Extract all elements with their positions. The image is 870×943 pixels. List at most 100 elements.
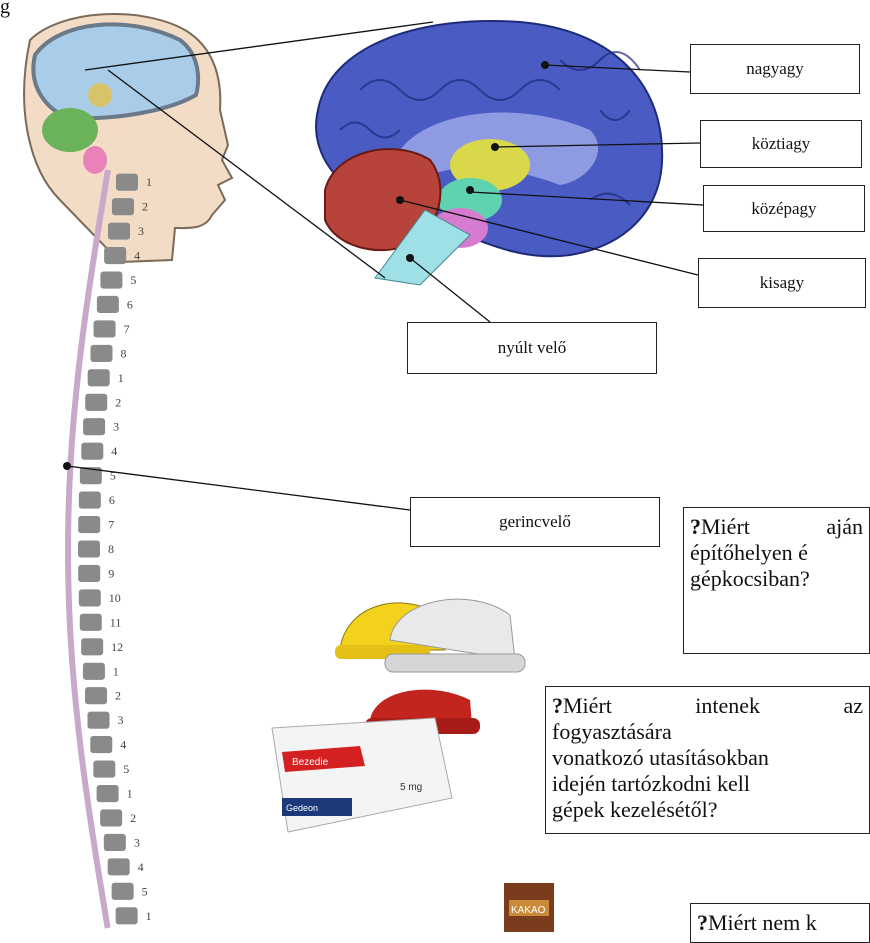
vertebra — [90, 345, 112, 362]
vertebra — [88, 369, 110, 386]
leader-dot-gerincvelo — [63, 462, 71, 470]
vertebra — [97, 785, 119, 802]
label-kisagy-text: kisagy — [760, 273, 804, 293]
vertebra — [79, 492, 101, 509]
q1-line1b: aján — [826, 514, 863, 540]
label-koztiagy-text: köztiagy — [752, 134, 811, 154]
vertebra-number: 5 — [130, 273, 136, 287]
vertebra-number: 5 — [142, 884, 148, 898]
head-cerebellum — [42, 108, 98, 152]
vertebra-number: 8 — [120, 346, 126, 360]
q3-line1: Miért nem k — [708, 910, 817, 935]
medicine-brand: Bezedie — [292, 757, 329, 768]
label-kisagy: kisagy — [698, 258, 866, 308]
vertebra — [80, 614, 102, 631]
q1-line2: építőhelyen é — [690, 540, 863, 566]
vertebra-number: 1 — [113, 664, 119, 678]
vertebra-number: 1 — [127, 787, 133, 801]
q2-line2: fogyasztására — [552, 719, 863, 745]
vertebra-number: 2 — [115, 689, 121, 703]
vertebra-number: 6 — [127, 297, 133, 311]
leader-dot-kozepagy — [466, 186, 474, 194]
vertebra-number: 1 — [118, 371, 124, 385]
q2-line3: vonatkozó utasításokban — [552, 745, 863, 771]
q2-line5: gépek kezelésétől? — [552, 797, 863, 823]
vertebra-number: 3 — [138, 224, 144, 238]
leader-dot-kisagy — [396, 196, 404, 204]
vertebra — [78, 565, 100, 582]
head-brainstem — [83, 146, 107, 174]
leader-dot-nagyagy — [541, 61, 549, 69]
q1-line1a: Miért — [701, 514, 750, 539]
label-nagyagy: nagyagy — [690, 44, 860, 94]
vertebra-number: 7 — [108, 518, 114, 532]
leader-dot-koztiagy — [491, 143, 499, 151]
vertebra — [112, 883, 134, 900]
vertebra — [87, 712, 109, 729]
q1-line3: gépkocsiban? — [690, 566, 863, 592]
vertebra — [100, 809, 122, 826]
vertebra-number: 2 — [130, 811, 136, 825]
vertebra — [85, 394, 107, 411]
vertebra — [116, 174, 138, 191]
vertebra-number: 1 — [146, 175, 152, 189]
label-kozepagy: középagy — [703, 185, 865, 232]
vertebra — [104, 247, 126, 264]
vertebra-number: 10 — [109, 591, 121, 605]
vertebra-number: 5 — [123, 762, 129, 776]
vertebra-number: 3 — [117, 713, 123, 727]
vertebra — [85, 687, 107, 704]
label-kozepagy-text: középagy — [751, 199, 816, 219]
vertebra — [81, 638, 103, 655]
vertebra — [81, 443, 103, 460]
label-nagyagy-text: nagyagy — [746, 59, 804, 79]
medicine-box-image — [272, 718, 452, 832]
vertebra — [93, 761, 115, 778]
vertebra-number: 5 — [110, 469, 116, 483]
medicine-dose: 5 mg — [400, 782, 422, 793]
vertebra-number: 8 — [108, 542, 114, 556]
vertebra — [112, 198, 134, 215]
label-nyult-velo: nyúlt velő — [407, 322, 657, 374]
medicine-maker: Gedeon — [286, 803, 318, 813]
hard-hats-image — [335, 599, 525, 734]
q2-line4: idején tartózkodni kell — [552, 771, 863, 797]
vertebra-number: 4 — [138, 860, 144, 874]
vertebra-number: 4 — [120, 738, 126, 752]
vertebra — [108, 858, 130, 875]
vertebra-number: 3 — [113, 420, 119, 434]
q2-line1c: az — [843, 693, 863, 719]
vertebra — [94, 320, 116, 337]
vertebra — [116, 907, 138, 924]
vertebra — [78, 540, 100, 557]
vertebra — [83, 663, 105, 680]
label-nyult-velo-text: nyúlt velő — [498, 338, 566, 358]
vertebra — [90, 736, 112, 753]
vertebra-number: 11 — [110, 615, 122, 629]
vertebra — [79, 589, 101, 606]
q1-line1: ?Miért aján — [690, 514, 863, 540]
label-gerincvelo-text: gerincvelő — [499, 512, 571, 532]
vertebra-number: 9 — [108, 566, 114, 580]
cocoa-label: KAKAO — [511, 905, 546, 916]
leader-dot-nyult-velo — [406, 254, 414, 262]
skull — [33, 24, 198, 118]
vertebra-number: 3 — [134, 835, 140, 849]
question-box-1: ?Miért aján építőhelyen é gépkocsiban? — [683, 507, 870, 654]
q2-line1b: intenek — [695, 693, 760, 719]
vertebra-number: 2 — [142, 200, 148, 214]
vertebra-number: 7 — [124, 322, 130, 336]
q3-mark: ? — [697, 910, 708, 935]
question-box-3: ?Miért nem k — [690, 903, 870, 943]
q2-mark: ? — [552, 693, 563, 718]
q1-mark: ? — [690, 514, 701, 539]
vertebra-number: 2 — [115, 395, 121, 409]
vertebra — [97, 296, 119, 313]
vertebra — [108, 223, 130, 240]
q2-line1a: Miért — [563, 693, 612, 718]
vertebra — [78, 516, 100, 533]
label-gerincvelo: gerincvelő — [410, 497, 660, 547]
label-koztiagy: köztiagy — [700, 120, 862, 168]
vertebra — [104, 834, 126, 851]
vertebra — [100, 271, 122, 288]
